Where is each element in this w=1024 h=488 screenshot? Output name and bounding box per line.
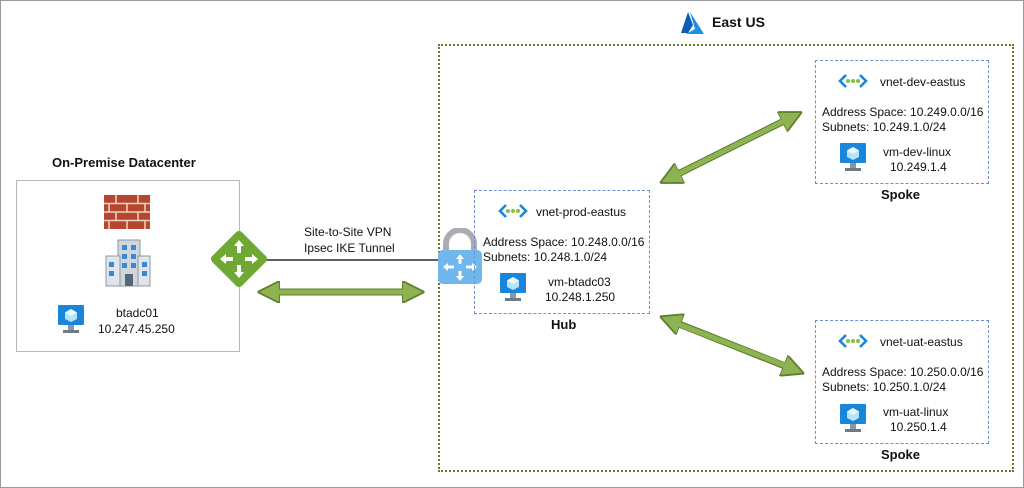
vm-icon — [840, 404, 866, 432]
hub-label: Hub — [551, 317, 577, 332]
hub-dev-arrow — [664, 110, 798, 185]
azure-logo-icon — [681, 12, 704, 34]
spoke-dev-label: Spoke — [881, 187, 921, 202]
firewall-icon — [104, 195, 150, 229]
vpn-label-line1: Site-to-Site VPN — [304, 225, 392, 239]
vpn-label-line2: Ipsec IKE Tunnel — [304, 241, 395, 255]
router-icon — [210, 230, 268, 288]
hub-vnet-name: vnet-prod-eastus — [536, 205, 627, 219]
hub-address-space: Address Space: 10.248.0.0/16 — [483, 235, 645, 249]
vm-icon — [500, 273, 526, 301]
spoke-dev-vm-name: vm-dev-linux — [883, 145, 952, 159]
onprem-vm-name: btadc01 — [116, 306, 159, 320]
spoke-uat-vnet-box — [815, 320, 989, 444]
hub-subnets: Subnets: 10.248.1.0/24 — [483, 250, 608, 264]
spoke-uat-vm-name: vm-uat-linux — [883, 405, 949, 419]
onprem-vm-ip: 10.247.45.250 — [98, 322, 175, 336]
vnet-icon — [838, 74, 868, 88]
spoke-dev-vnet-name: vnet-dev-eastus — [880, 75, 966, 89]
onprem-title: On-Premise Datacenter — [52, 155, 196, 170]
vnet-icon — [838, 334, 868, 348]
spoke-dev-vm-ip: 10.249.1.4 — [890, 160, 947, 174]
region-title: East US — [712, 14, 765, 30]
spoke-uat-label: Spoke — [881, 447, 921, 462]
vpn-gateway-icon — [438, 228, 482, 284]
hub-vnet-box — [474, 190, 650, 314]
hub-vm-name: vm-btadc03 — [548, 275, 611, 289]
hub-uat-arrow — [664, 318, 800, 372]
hub-vm-ip: 10.248.1.250 — [545, 290, 616, 304]
spoke-uat-vnet-name: vnet-uat-eastus — [880, 335, 963, 349]
spoke-uat-vm-ip: 10.250.1.4 — [890, 420, 947, 434]
spoke-dev-subnets: Subnets: 10.249.1.0/24 — [822, 120, 947, 134]
vm-icon — [840, 143, 866, 171]
spoke-dev-address-space: Address Space: 10.249.0.0/16 — [822, 105, 984, 119]
spoke-uat-subnets: Subnets: 10.250.1.0/24 — [822, 380, 947, 394]
vm-icon — [58, 305, 84, 333]
spoke-dev-vnet-box — [815, 60, 989, 184]
spoke-uat-address-space: Address Space: 10.250.0.0/16 — [822, 365, 984, 379]
vnet-icon — [498, 204, 528, 218]
building-icon — [105, 239, 151, 287]
